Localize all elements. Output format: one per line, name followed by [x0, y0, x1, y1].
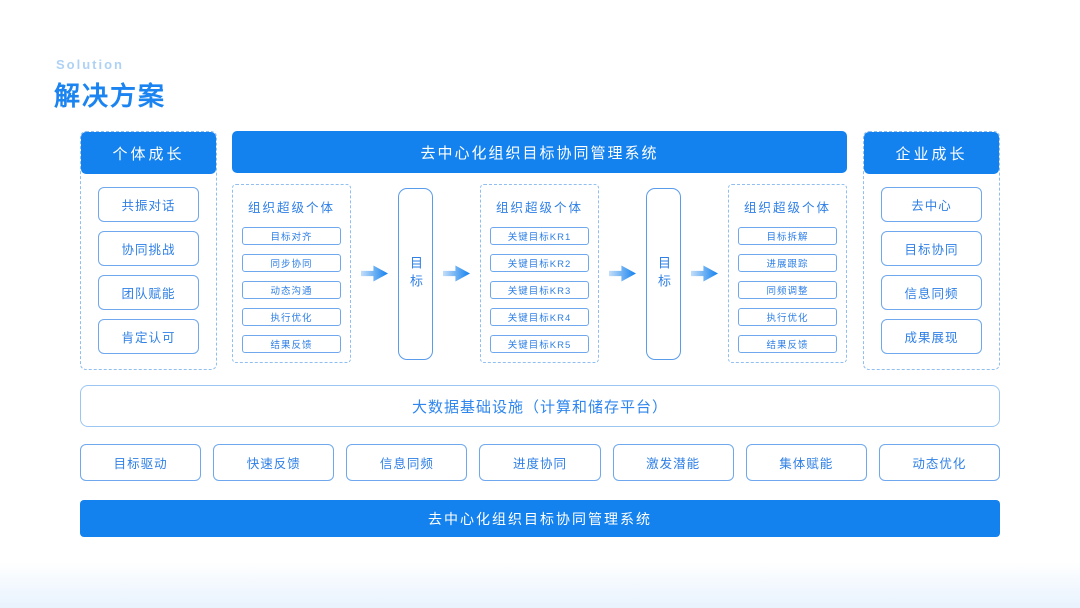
- goal-box-2: 目标: [646, 187, 681, 360]
- center-flow: 组织超级个体 目标对齐 同步协同 动态沟通 执行优化 结果反馈 目标 组织超级个…: [232, 184, 847, 363]
- capability-collective-empowerment: 集体赋能: [745, 444, 867, 481]
- capability-goal-driven: 目标驱动: [80, 444, 202, 481]
- goal-box-2-label: 目标: [656, 255, 671, 292]
- group-2-item-kr4: 关键目标KR4: [490, 308, 589, 326]
- group-1-item: 结果反馈: [242, 335, 341, 353]
- eyebrow-label: Solution: [56, 57, 124, 72]
- group-1-item: 目标对齐: [242, 227, 341, 245]
- group-1-title: 组织超级个体: [247, 201, 335, 215]
- flow-arrow-right-icon: [361, 265, 388, 282]
- group-2-item-kr1: 关键目标KR1: [490, 227, 589, 245]
- individual-growth-items: 共振对话 协同挑战 团队赋能 肯定认可: [81, 187, 216, 369]
- group-3-item: 进展跟踪: [738, 254, 837, 272]
- group-3-title: 组织超级个体: [743, 201, 831, 215]
- individual-growth-header: 个体成长: [81, 132, 216, 174]
- group-1-item: 执行优化: [242, 308, 341, 326]
- flow-arrow-right-icon: [443, 265, 470, 282]
- footer-system-bar: 去中心化组织目标协同管理系统: [80, 500, 1000, 537]
- left-item-collaborative-challenge: 协同挑战: [98, 231, 199, 266]
- right-item-goal-collaboration: 目标协同: [881, 231, 982, 266]
- group-3-item: 目标拆解: [738, 227, 837, 245]
- right-item-results-showcase: 成果展现: [881, 319, 982, 354]
- right-item-decentralization: 去中心: [881, 187, 982, 222]
- group-2-item-kr5: 关键目标KR5: [490, 335, 589, 353]
- super-individual-group-2: 组织超级个体 关键目标KR1 关键目标KR2 关键目标KR3 关键目标KR4 关…: [480, 184, 599, 363]
- capability-fast-feedback: 快速反馈: [213, 444, 335, 481]
- capability-row: 目标驱动 快速反馈 信息同频 进度协同 激发潜能 集体赋能 动态优化: [80, 444, 1000, 481]
- individual-growth-column: 个体成长 共振对话 协同挑战 团队赋能 肯定认可: [80, 131, 217, 370]
- bottom-gradient-decoration: [0, 562, 1080, 608]
- enterprise-growth-header: 企业成长: [864, 132, 999, 174]
- group-3-item: 结果反馈: [738, 335, 837, 353]
- goal-box-1-label: 目标: [408, 255, 423, 292]
- group-3-item: 执行优化: [738, 308, 837, 326]
- group-3-item: 同频调整: [738, 281, 837, 299]
- group-2-title: 组织超级个体: [495, 201, 583, 215]
- enterprise-growth-column: 企业成长 去中心 目标协同 信息同频 成果展现: [863, 131, 1000, 370]
- left-item-resonant-dialogue: 共振对话: [98, 187, 199, 222]
- flow-arrow-right-icon: [609, 265, 636, 282]
- group-1-item: 同步协同: [242, 254, 341, 272]
- page-title: 解决方案: [54, 81, 167, 111]
- left-item-team-empowerment: 团队赋能: [98, 275, 199, 310]
- goal-box-1: 目标: [398, 187, 433, 360]
- group-1-item: 动态沟通: [242, 281, 341, 299]
- group-2-item-kr2: 关键目标KR2: [490, 254, 589, 272]
- left-item-recognition: 肯定认可: [98, 319, 199, 354]
- center-system-header: 去中心化组织目标协同管理系统: [232, 131, 847, 173]
- super-individual-group-1: 组织超级个体 目标对齐 同步协同 动态沟通 执行优化 结果反馈: [232, 184, 351, 363]
- capability-unlock-potential: 激发潜能: [612, 444, 734, 481]
- infrastructure-bar: 大数据基础设施（计算和储存平台）: [80, 385, 1000, 427]
- flow-arrow-right-icon: [691, 265, 718, 282]
- group-2-item-kr3: 关键目标KR3: [490, 281, 589, 299]
- capability-info-sync: 信息同频: [346, 444, 468, 481]
- capability-progress-collab: 进度协同: [479, 444, 601, 481]
- capability-dynamic-optimization: 动态优化: [878, 444, 1000, 481]
- enterprise-growth-items: 去中心 目标协同 信息同频 成果展现: [864, 187, 999, 369]
- super-individual-group-3: 组织超级个体 目标拆解 进展跟踪 同频调整 执行优化 结果反馈: [728, 184, 847, 363]
- right-item-info-sync: 信息同频: [881, 275, 982, 310]
